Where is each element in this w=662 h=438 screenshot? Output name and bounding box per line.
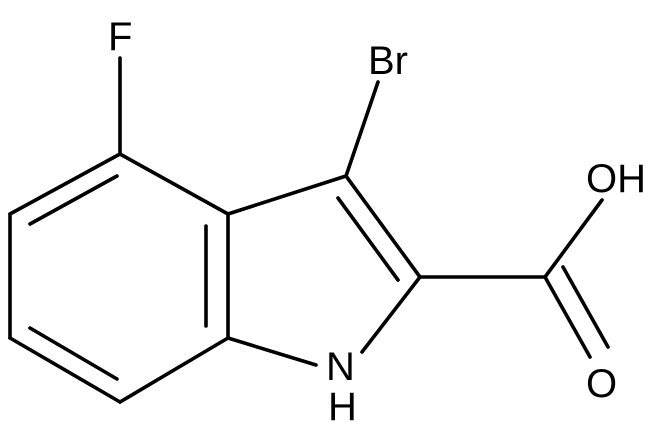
bond-c6-c7	[8, 336, 122, 404]
bond-ccooh-o-b	[561, 265, 610, 349]
bond-c3-c2	[344, 174, 422, 279]
bond-c4-c5-inner	[28, 174, 119, 226]
fluorine-label: F	[108, 15, 132, 59]
nitrogen-label: N	[326, 345, 355, 389]
carbonyl-oxygen-label: O	[586, 362, 617, 406]
nitrogen-hydrogen-label: H	[328, 385, 357, 429]
bond-c2-n1	[360, 275, 422, 354]
bond-c3-br	[344, 80, 380, 178]
bond-c3a-c4	[118, 152, 230, 216]
bond-n1-c7a	[226, 336, 318, 367]
bond-c6-c7-inner	[28, 326, 119, 381]
bond-c4-c5	[8, 152, 122, 216]
hydroxyl-label: OH	[586, 157, 646, 201]
bond-c3-c2-inner	[336, 196, 400, 282]
bond-ccooh-o-a	[543, 275, 592, 359]
bond-c7-c7a	[118, 336, 230, 404]
bond-ccooh-oh	[543, 198, 604, 279]
bond-c3a-c3	[226, 174, 348, 216]
bromine-label: Br	[368, 39, 408, 83]
